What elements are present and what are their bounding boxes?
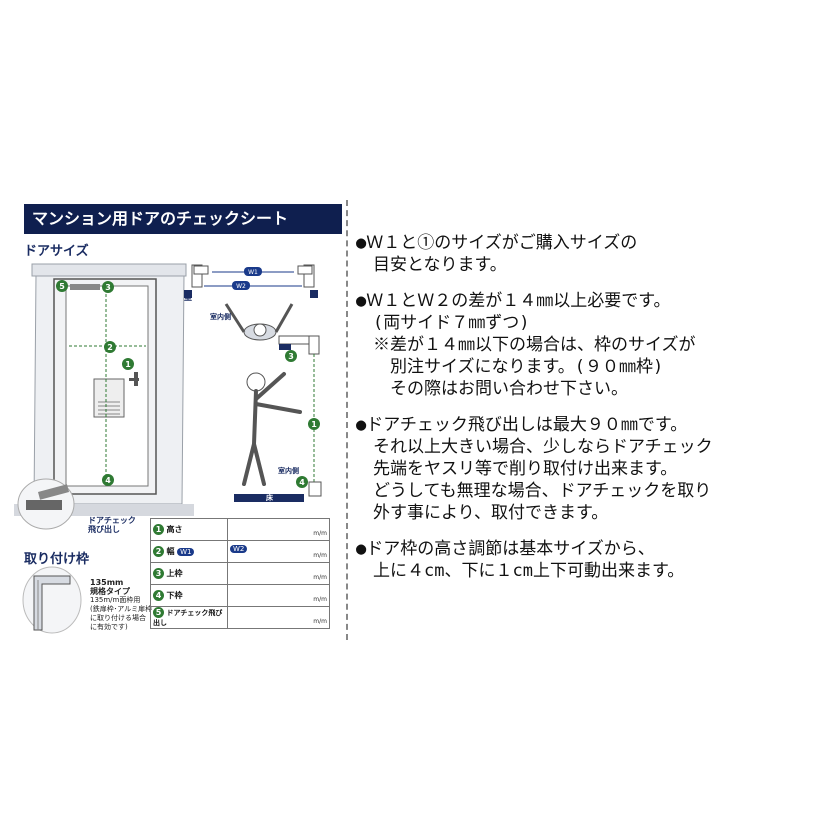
marker-5: 5 [59, 282, 65, 291]
note-height-adjust: ●ドア枠の高さ調節は基本サイズから、 上に４cm、下に１cm上下可動出来ます。 [356, 539, 685, 581]
unit-label: m/m [313, 552, 327, 559]
unit-label: m/m [313, 596, 327, 603]
door-illustration: 5 3 2 1 4 [14, 263, 194, 516]
unit-label: m/m [313, 530, 327, 537]
plan-view-diagram: W1 W2 [184, 264, 318, 341]
row-label: 幅 [166, 547, 175, 556]
bottom-frame-input-cell[interactable]: m/m [227, 584, 330, 607]
indoor-label-top: 室内側 [210, 313, 231, 321]
svg-text:1: 1 [311, 420, 317, 429]
dashed-divider [346, 200, 348, 640]
height-input-cell[interactable]: m/m [227, 518, 330, 541]
row-number: 5 [153, 607, 164, 618]
unit-label: m/m [313, 574, 327, 581]
side-view-diagram: 1 3 4 [234, 335, 322, 502]
frame-size: 135mm [90, 578, 124, 587]
top-frame-input-cell[interactable]: m/m [227, 562, 330, 585]
marker-1: 1 [125, 360, 131, 369]
table-row: 3 上枠 m/m [150, 562, 330, 585]
door-check-icon [17, 478, 75, 530]
frame-type-info: 135mm 規格タイプ 135m/m面枠用 (鉄扉枠･アルミ扉枠 に取り付ける場… [90, 578, 152, 632]
unit-label: m/m [313, 618, 327, 625]
door-size-label: ドアサイズ [24, 244, 89, 259]
table-row: 4 下枠 m/m [150, 584, 330, 607]
row-number: 1 [153, 524, 164, 535]
w2-label-top: W2 [236, 283, 246, 290]
w1-pill: W1 [177, 548, 195, 556]
width-input-cell[interactable]: W2 m/m [227, 540, 330, 563]
row-label: ドアチェック飛び出し [153, 609, 223, 627]
check-sheet-panel: マンション用ドアのチェックシート ドアサイズ 5 3 2 1 4 [14, 204, 342, 636]
marker-4: 4 [105, 476, 111, 485]
table-row: 1 高さ m/m [150, 518, 330, 541]
note-purchase-size: ●Ｗ１と①のサイズがご購入サイズの 目安となります。 [356, 233, 638, 275]
wall-label: 壁 [184, 293, 192, 302]
note-door-check: ●ドアチェック飛び出しは最大９０㎜です。 それ以上大きい場合、少しならドアチェッ… [356, 415, 713, 523]
door-check-input-cell[interactable]: m/m [227, 606, 330, 629]
frame-label: 取り付け枠 [24, 552, 90, 567]
row-number: 2 [153, 546, 164, 557]
marker-2: 2 [107, 343, 113, 352]
marker-3: 3 [105, 283, 111, 292]
svg-text:3: 3 [288, 352, 294, 361]
table-row: 5 ドアチェック飛び出し m/m [150, 606, 330, 629]
w2-pill: W2 [230, 545, 248, 553]
frame-note-1: 135m/m面枠用 [90, 596, 141, 604]
frame-illustration [22, 566, 82, 634]
frame-note-4: に有効です) [90, 623, 128, 631]
row-label: 上枠 [166, 569, 183, 578]
indoor-label-side: 室内側 [278, 467, 299, 475]
page-title: マンション用ドアのチェックシート [24, 204, 342, 234]
row-label: 下枠 [166, 591, 183, 600]
door-check-label: ドアチェック 飛び出し [88, 516, 136, 534]
frame-note-3: に取り付ける場合 [90, 614, 146, 622]
row-label: 高さ [166, 525, 183, 534]
table-row: 2 幅 W1 W2 m/m [150, 540, 330, 563]
notes-section: ●Ｗ１と①のサイズがご購入サイズの 目安となります。 ●Ｗ１とＷ２の差が１４㎜以… [356, 232, 816, 596]
frame-note-2: (鉄扉枠･アルミ扉枠 [90, 605, 153, 613]
note-width-difference: ●Ｗ１とＷ２の差が１４㎜以上必要です。 (両サイド７㎜ずつ) ※差が１４㎜以下の… [356, 291, 696, 399]
w1-label-top: W1 [248, 269, 258, 276]
floor-label: 床 [266, 494, 273, 502]
row-number: 4 [153, 590, 164, 601]
row-number: 3 [153, 568, 164, 579]
svg-text:4: 4 [299, 478, 305, 487]
frame-type: 規格タイプ [90, 587, 130, 596]
